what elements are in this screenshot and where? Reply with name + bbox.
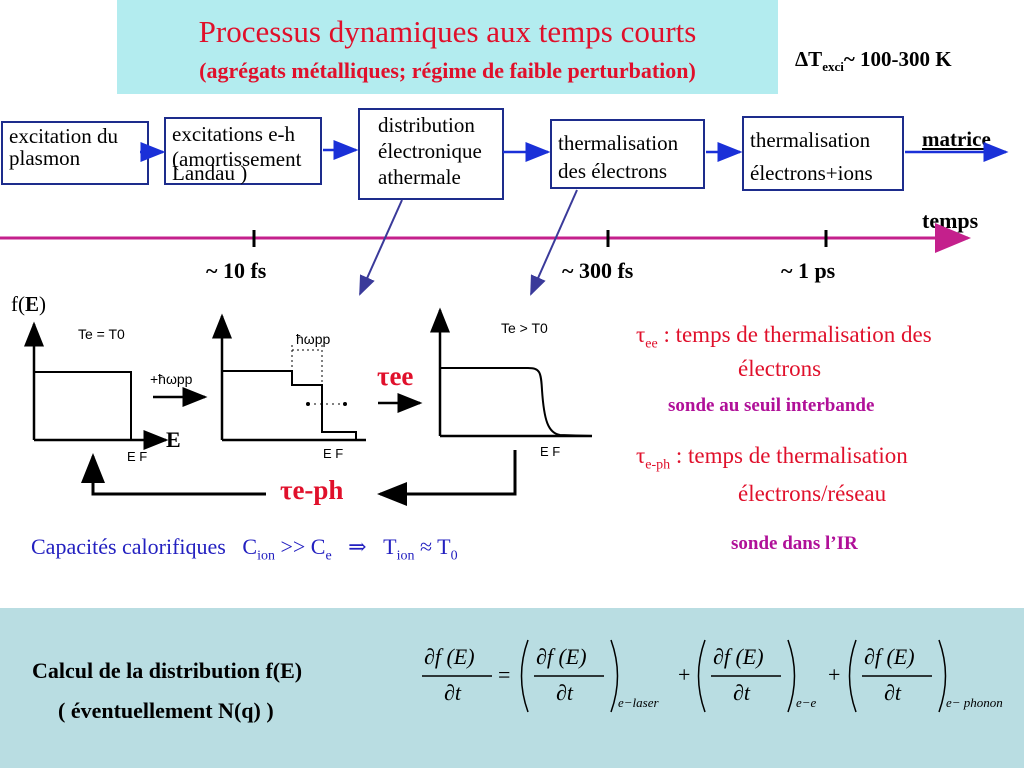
formula-sub-laser: e−laser [618, 695, 659, 710]
formula-t1-num: ∂f (E) [536, 644, 587, 669]
formula-plus-2: + [828, 662, 841, 687]
plot-athermal [212, 313, 366, 442]
temp-hot-label: Te > T0 [501, 320, 548, 336]
tau-eph-legend-line2: électrons/réseau [738, 481, 887, 506]
box-eh-excitations: excitations e-h (amortissement Landau ) [164, 117, 322, 185]
temp-eq-label: Te = T0 [78, 326, 125, 342]
box-ion-line2: électrons+ions [750, 161, 873, 185]
box-electron-line1: thermalisation [558, 131, 679, 155]
tick-label-1ps: ~ 1 ps [781, 258, 836, 283]
y-axis-label: f(E) [11, 292, 47, 316]
box-athermal-line2: électronique [378, 139, 482, 163]
matrice-label: matrice [922, 127, 991, 151]
delta-t-label: ΔTexci~ 100-300 K [795, 47, 952, 75]
formula-sub-ee: e−e [796, 695, 817, 710]
probe-ir: sonde dans l’IR [731, 533, 858, 554]
pointer-thermalized [530, 189, 578, 296]
box-plasmon-line2: plasmon [9, 146, 81, 170]
fermi-label-1: E F [127, 449, 148, 464]
formula-equals: = [498, 662, 511, 687]
title: Processus dynamiques aux temps courts [198, 14, 697, 49]
tau-eph-label: τe-ph [280, 475, 344, 505]
hw-pp-label: ħωpp [296, 331, 331, 347]
tau-eph-legend: τe-ph : temps de thermalisation [636, 443, 908, 473]
pointer-athermal [359, 199, 403, 296]
formula-t2-den: ∂t [733, 680, 750, 705]
formula-plus-1: + [678, 662, 691, 687]
tau-ee-legend-line2: électrons [738, 356, 822, 381]
plot-initial [24, 321, 169, 450]
plot-thermalized [430, 307, 593, 438]
tau-ee-legend: τee : temps de thermalisation des [636, 322, 932, 352]
box-ion-line1: thermalisation [750, 128, 871, 152]
formula-t2-num: ∂f (E) [713, 644, 764, 669]
fermi-label-3: E F [540, 444, 561, 459]
formula-lhs-den: ∂t [444, 680, 461, 705]
bottom-line1: Calcul de la distribution f(E) [32, 658, 303, 683]
bottom-line2: ( éventuellement N(q) ) [58, 698, 274, 723]
fermi-label-2: E F [323, 446, 344, 461]
box-eh-line3: Landau ) [172, 161, 248, 185]
photon-energy-label: +ħωpp [150, 371, 193, 387]
bottom-panel [0, 608, 1024, 768]
tau-ee-label: τee [377, 361, 414, 391]
box-athermal-line1: distribution [378, 113, 475, 137]
probe-interband: sonde au seuil interbande [668, 395, 875, 416]
subtitle: (agrégats métalliques; régime de faible … [199, 58, 696, 83]
tick-label-10fs: ~ 10 fs [206, 258, 267, 283]
title-panel: Processus dynamiques aux temps courts (a… [117, 0, 778, 94]
box-eh-line1: excitations e-h [172, 122, 296, 146]
formula-lhs-num: ∂f (E) [424, 644, 475, 669]
box-plasmon-line1: excitation du [9, 124, 119, 148]
formula-sub-phonon: e− phonon [946, 695, 1003, 710]
box-electron-line2: des électrons [558, 159, 668, 183]
box-plasmon-excitation: excitation du plasmon [1, 121, 149, 185]
heat-capacity-line: Capacités calorifiques Cion >> Ce ⇒ Tion… [31, 534, 458, 564]
formula-t1-den: ∂t [556, 680, 573, 705]
box-athermal-line3: athermale [378, 165, 461, 189]
formula-t3-num: ∂f (E) [864, 644, 915, 669]
tick-label-300fs: ~ 300 fs [562, 258, 634, 283]
tau-eph-arrow-right [377, 450, 517, 506]
x-axis-label: E [166, 427, 181, 452]
box-electron-thermalization: thermalisation des électrons [550, 119, 705, 189]
box-eh-line2: (amortissement [172, 147, 302, 171]
box-ion-thermalization: thermalisation électrons+ions [742, 116, 904, 191]
tau-eph-arrow-left [81, 453, 266, 496]
formula-t3-den: ∂t [884, 680, 901, 705]
box-athermal-distribution: distribution électronique athermale [358, 108, 504, 200]
